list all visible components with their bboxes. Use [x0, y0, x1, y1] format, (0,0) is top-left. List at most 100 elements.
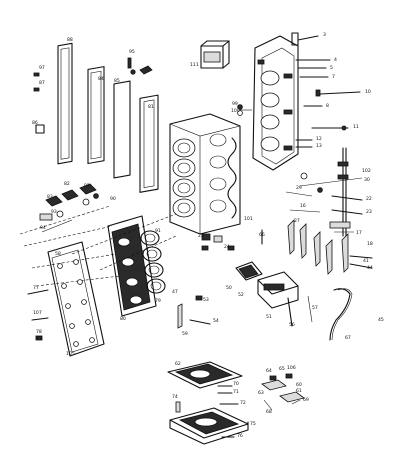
cylinder-block: [169, 113, 241, 235]
part-label-44: 44: [367, 265, 373, 271]
part-label-57: 57: [312, 305, 318, 311]
part-label-94: 94: [40, 225, 46, 231]
part-label-18: 18: [367, 241, 373, 247]
part-label-88: 88: [67, 37, 73, 43]
exhaust-cover-plate: [87, 66, 105, 165]
intake-cover-plate: [47, 241, 105, 357]
part-label-99: 99: [232, 101, 238, 107]
cover-plate-bolts: [27, 289, 49, 341]
part-label-3: 3: [323, 32, 326, 38]
part-label-73: 73: [36, 336, 42, 342]
lower-bolts: [175, 385, 239, 438]
part-label-41: 41: [363, 258, 369, 264]
part-label-101: 101: [244, 216, 253, 222]
part-label-12: 12: [316, 136, 322, 142]
part-label-67: 67: [345, 335, 351, 341]
part-label-84: 84: [98, 76, 104, 82]
part-label-23: 23: [366, 209, 372, 215]
part-label-4: 4: [334, 57, 337, 63]
part-label-111: 111: [190, 62, 199, 68]
part-label-7: 7: [332, 74, 335, 80]
part-label-71: 71: [233, 389, 239, 395]
part-label-105: 105: [66, 351, 75, 357]
part-label-24: 24: [224, 244, 230, 250]
part-label-65: 65: [279, 366, 285, 372]
part-label-54: 54: [213, 318, 219, 324]
rocker-arms: [287, 219, 373, 275]
part-label-77: 77: [33, 285, 39, 291]
water-cover: [235, 261, 263, 281]
bleed-hose: [227, 137, 237, 219]
part-label-53: 53: [203, 297, 209, 303]
part-label-51: 51: [266, 314, 272, 320]
part-label-100: 100: [231, 108, 240, 114]
part-label-90: 90: [110, 196, 116, 202]
part-label-27: 27: [294, 218, 300, 224]
intake-manifold: [107, 215, 157, 317]
throttle-linkage: [285, 147, 363, 237]
bolt-icons-top-left: [33, 57, 153, 134]
part-label-13: 13: [316, 143, 322, 149]
part-label-85: 85: [114, 78, 120, 84]
part-label-50: 50: [226, 285, 232, 291]
bracket-and-bolt: [177, 295, 211, 329]
exhaust-plate-upper: [167, 361, 243, 389]
part-label-62: 62: [175, 361, 181, 367]
part-label-58: 58: [55, 251, 61, 257]
part-label-63: 63: [258, 390, 264, 396]
part-label-22: 22: [366, 196, 372, 202]
part-label-52: 52: [238, 292, 244, 298]
part-label-8: 8: [326, 103, 329, 109]
part-label-80: 80: [120, 316, 126, 322]
part-label-91: 91: [155, 228, 161, 234]
part-label-107: 107: [33, 310, 42, 316]
part-label-45: 45: [378, 317, 384, 323]
part-label-59: 59: [182, 331, 188, 337]
head-gasket-left: [57, 42, 73, 165]
part-label-93: 93: [51, 209, 57, 215]
part-label-106: 106: [287, 365, 296, 371]
part-label-60: 60: [296, 382, 302, 388]
part-label-72: 72: [240, 400, 246, 406]
part-label-25: 25: [198, 233, 204, 239]
part-label-5: 5: [330, 65, 333, 71]
part-label-83: 83: [47, 194, 53, 200]
part-label-95: 95: [129, 49, 135, 55]
dipstick: [287, 288, 353, 341]
crankcase-block: [252, 35, 299, 171]
part-label-30: 30: [364, 177, 370, 183]
part-label-68: 68: [266, 409, 272, 415]
spark-plug-items: [201, 229, 263, 251]
reed-valve-assembly: [39, 183, 99, 233]
part-label-76: 76: [237, 433, 243, 439]
thermostat-housing: [200, 40, 230, 69]
part-label-17: 17: [356, 230, 362, 236]
part-label-10: 10: [365, 89, 371, 95]
part-label-102: 102: [362, 168, 371, 174]
oil-pump-block: [257, 271, 299, 309]
part-label-11: 11: [353, 124, 359, 130]
part-label-64: 64: [266, 368, 272, 374]
part-label-56: 56: [289, 322, 295, 328]
part-label-86: 86: [32, 120, 38, 126]
part-label-74: 74: [172, 394, 178, 400]
part-label-66: 66: [259, 232, 265, 238]
part-label-29: 29: [296, 185, 302, 191]
part-label-61: 61: [296, 388, 302, 394]
part-label-47: 47: [172, 289, 178, 295]
exhaust-plate-lower: [169, 407, 249, 445]
part-label-97: 97: [39, 65, 45, 71]
part-label-75: 75: [250, 421, 256, 427]
part-label-82: 82: [64, 181, 70, 187]
part-label-70: 70: [233, 381, 239, 387]
part-label-69: 69: [303, 397, 309, 403]
crankcase-bolts: [237, 32, 361, 148]
part-label-87: 87: [39, 80, 45, 86]
part-label-16: 16: [300, 203, 306, 209]
part-label-79: 79: [155, 298, 161, 304]
exhaust-inner-plate: [139, 94, 159, 193]
fuel-pump-bracket: [261, 373, 305, 411]
